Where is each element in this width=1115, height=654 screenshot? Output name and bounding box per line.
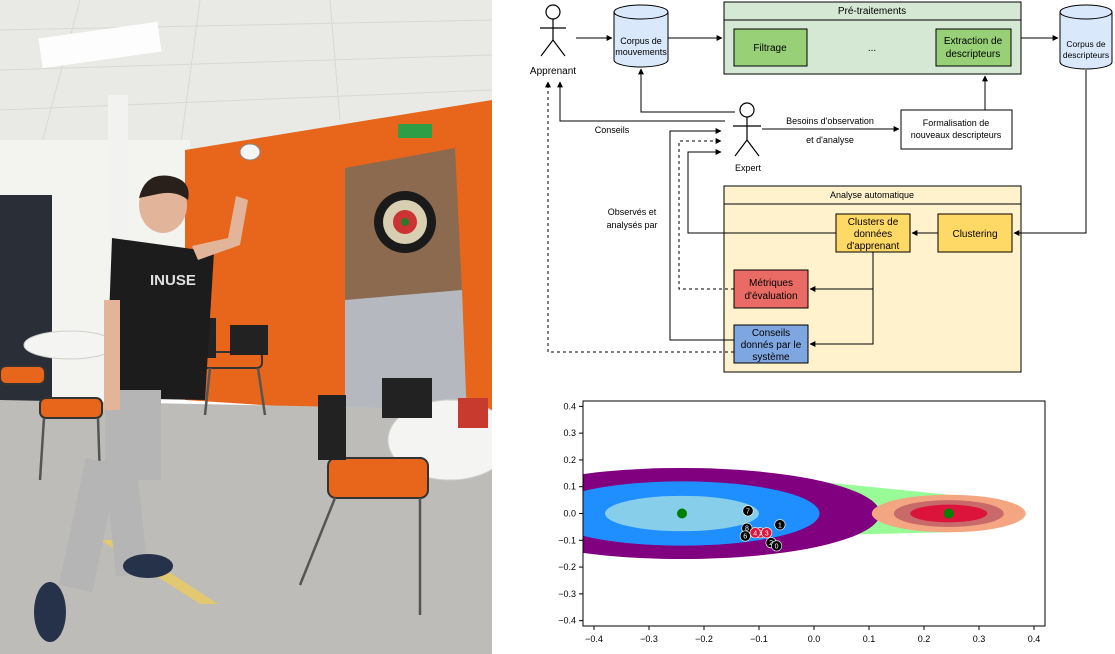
diagram-arrows bbox=[557, 35, 1087, 347]
svg-text:Corpus de: Corpus de bbox=[620, 36, 662, 46]
pretraitements-title: Pré-traitements bbox=[838, 6, 906, 17]
svg-text:Métriques: Métriques bbox=[749, 278, 793, 289]
svg-text:système: système bbox=[752, 352, 790, 363]
apprenant-label: Apprenant bbox=[530, 66, 576, 77]
data-point-label-6: 6 bbox=[743, 534, 747, 541]
data-point-6 bbox=[739, 530, 751, 542]
data-point-1 bbox=[774, 519, 786, 531]
svg-text:descripteurs: descripteurs bbox=[946, 49, 1000, 60]
cluster-plot: 718654320 −0.4−0.3−0.2−0.10.00.10.20.30.… bbox=[558, 400, 1046, 644]
table-left bbox=[23, 330, 117, 360]
svg-text:Extraction de: Extraction de bbox=[944, 36, 1003, 47]
x-tick-label: −0.1 bbox=[750, 634, 768, 644]
filtrage-box bbox=[733, 28, 808, 67]
corpus-descripteurs-db: Corpus de descripteurs bbox=[1059, 4, 1113, 70]
conseils-systeme-box bbox=[733, 324, 809, 364]
data-point-3 bbox=[761, 527, 773, 539]
y-tick-label: 0.3 bbox=[563, 428, 576, 438]
dart-throwing-photo: INUSE bbox=[0, 0, 492, 654]
y-tick-label: −0.2 bbox=[558, 562, 576, 572]
analyse-label: et d'analyse bbox=[806, 135, 854, 145]
exit-sign bbox=[398, 124, 432, 138]
x-tick-label: 0.1 bbox=[863, 634, 876, 644]
camera bbox=[239, 143, 261, 161]
data-point-label-0: 0 bbox=[775, 543, 779, 550]
svg-text:d'évaluation: d'évaluation bbox=[744, 291, 797, 302]
data-point-label-3: 3 bbox=[765, 530, 769, 537]
data-point-label-1: 1 bbox=[778, 522, 782, 529]
svg-text:Formalisation de: Formalisation de bbox=[923, 118, 990, 128]
cluster-center-0 bbox=[677, 508, 687, 519]
data-point-4 bbox=[749, 527, 761, 539]
svg-text:descripteurs: descripteurs bbox=[1063, 50, 1109, 60]
data-point-label-2: 2 bbox=[769, 540, 773, 547]
svg-text:donnés par le: donnés par le bbox=[741, 340, 802, 351]
y-tick-label: 0.4 bbox=[563, 401, 576, 411]
svg-text:Conseils: Conseils bbox=[752, 328, 790, 339]
ellipsis: ... bbox=[868, 43, 876, 54]
red-box bbox=[458, 398, 488, 428]
observes-label-1: Observés et bbox=[608, 207, 657, 217]
plot-shapes: 718654320 bbox=[583, 467, 1026, 560]
y-tick-label: −0.3 bbox=[558, 589, 576, 599]
expert-actor bbox=[733, 102, 761, 157]
formalisation-box bbox=[900, 109, 1013, 150]
ceiling-light bbox=[38, 21, 162, 69]
svg-text:nouveaux descripteurs: nouveaux descripteurs bbox=[911, 130, 1002, 140]
data-point-0 bbox=[771, 540, 783, 552]
svg-text:Corpus de: Corpus de bbox=[1066, 39, 1105, 49]
y-axis: 0.4 0.3 0.2 0.1 0.0 −0.1 −0.2 −0.3 −0.4 bbox=[558, 401, 583, 626]
svg-text:données: données bbox=[854, 229, 892, 240]
x-tick-label: −0.2 bbox=[695, 634, 713, 644]
observes-label-2: analysés par bbox=[606, 220, 657, 230]
x-tick-label: −0.3 bbox=[640, 634, 658, 644]
x-tick-label: 0.4 bbox=[1028, 634, 1041, 644]
analyse-automatique-title: Analyse automatique bbox=[830, 190, 914, 200]
data-point-label-7: 7 bbox=[746, 508, 750, 515]
data-point-label-8: 8 bbox=[745, 526, 749, 533]
conseils-label: Conseils bbox=[595, 125, 630, 135]
y-tick-label: 0.2 bbox=[563, 455, 576, 465]
diagram-dashed-arrows bbox=[545, 81, 734, 353]
workflow-diagram: Apprenant Corpus de mouvements Pré-trait… bbox=[530, 1, 1113, 373]
clustering-box bbox=[937, 213, 1013, 253]
svg-text:d'apprenant: d'apprenant bbox=[847, 241, 900, 252]
expert-label: Expert bbox=[735, 163, 762, 173]
svg-text:INUSE: INUSE bbox=[150, 272, 196, 289]
x-tick-label: −0.4 bbox=[585, 634, 603, 644]
data-point-7 bbox=[742, 505, 754, 517]
x-axis: −0.4 −0.3 −0.2 −0.1 0.0 0.1 0.2 0.3 0.4 bbox=[585, 626, 1040, 644]
pretraitements-group: Pré-traitements Filtrage ... Extraction … bbox=[723, 1, 1022, 75]
y-tick-label: −0.1 bbox=[558, 535, 576, 545]
y-tick-label: 0.1 bbox=[563, 482, 576, 492]
svg-text:Filtrage: Filtrage bbox=[753, 43, 787, 54]
besoins-label: Besoins d'observation bbox=[786, 116, 874, 126]
y-tick-label: −0.4 bbox=[558, 616, 576, 626]
extraction-box bbox=[935, 28, 1012, 67]
svg-text:mouvements: mouvements bbox=[615, 47, 667, 57]
apprenant-actor bbox=[540, 4, 566, 57]
chairs bbox=[0, 351, 429, 499]
metriques-box bbox=[733, 269, 809, 309]
data-point-label-4: 4 bbox=[753, 530, 757, 537]
corpus-mouvements-db: Corpus de mouvements bbox=[613, 4, 669, 68]
x-tick-label: 0.2 bbox=[918, 634, 931, 644]
clusters-box bbox=[835, 213, 911, 253]
y-tick-label: 0.0 bbox=[563, 509, 576, 519]
ceiling-grid bbox=[0, 0, 492, 151]
person-throwing: INUSE bbox=[34, 175, 248, 642]
svg-text:Clustering: Clustering bbox=[952, 229, 997, 240]
x-tick-label: 0.0 bbox=[808, 634, 821, 644]
svg-text:Clusters de: Clusters de bbox=[848, 217, 899, 228]
x-tick-label: 0.3 bbox=[973, 634, 986, 644]
cluster-center-1 bbox=[943, 508, 954, 519]
